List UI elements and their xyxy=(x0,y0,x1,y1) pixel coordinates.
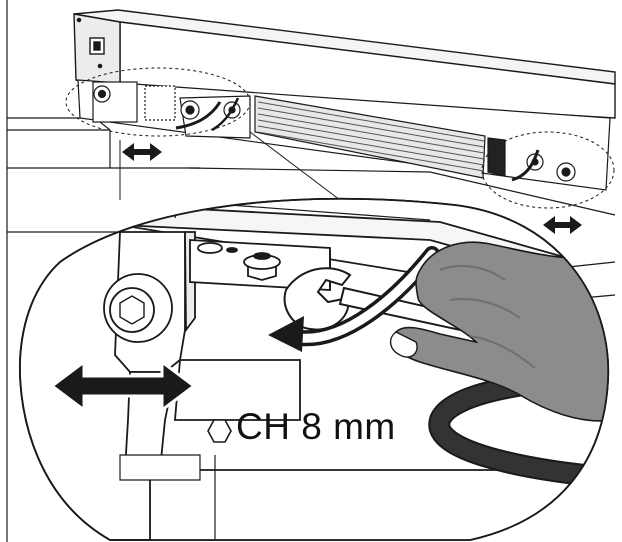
wrench-size-label: CH 8 mm xyxy=(236,406,396,447)
small-double-arrow-right-icon xyxy=(543,216,582,234)
hand-figure xyxy=(389,241,609,422)
hexagon-icon xyxy=(207,419,232,443)
mounting-rail xyxy=(77,79,611,191)
double-arrow-icon xyxy=(49,359,197,413)
detail-markers xyxy=(65,67,615,209)
small-double-arrow-left-icon xyxy=(122,143,162,161)
magnified-detail xyxy=(19,197,610,541)
